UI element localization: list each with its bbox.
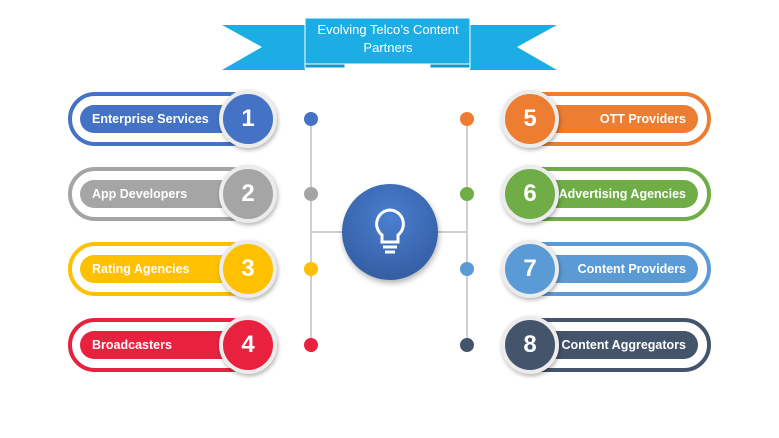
item-label: App Developers — [80, 180, 240, 208]
item-dot — [460, 262, 474, 276]
item-dot — [304, 338, 318, 352]
item-dot — [460, 187, 474, 201]
item-number: 5 — [501, 90, 559, 148]
item-dot — [460, 338, 474, 352]
center-bulb — [342, 184, 438, 280]
item-number: 7 — [501, 240, 559, 298]
item-dot — [304, 262, 318, 276]
banner-title: Evolving Telco’s Content Partners — [317, 22, 459, 55]
item-dot — [460, 112, 474, 126]
lightbulb-icon — [375, 208, 405, 254]
item-dot — [304, 112, 318, 126]
item-number: 1 — [219, 90, 277, 148]
item-label: Rating Agencies — [80, 255, 240, 283]
item-number: 6 — [501, 165, 559, 223]
item-number: 3 — [219, 240, 277, 298]
item-number: 2 — [219, 165, 277, 223]
item-dot — [304, 187, 318, 201]
connector-right — [466, 119, 468, 345]
item-number: 8 — [501, 316, 559, 374]
item-label: Broadcasters — [80, 331, 240, 359]
item-label: Enterprise Services — [80, 105, 240, 133]
item-number: 4 — [219, 316, 277, 374]
